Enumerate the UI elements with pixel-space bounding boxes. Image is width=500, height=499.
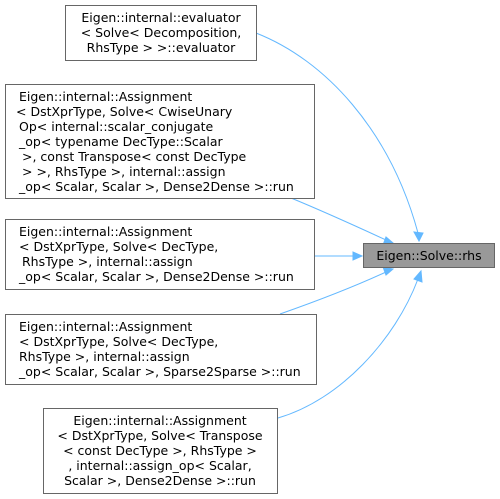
node-assignment-sparse-line-2: < DstXprType, Solve< DecType,	[19, 334, 218, 349]
arrowhead-evaluator	[413, 231, 424, 243]
node-assignment-conjugate[interactable]: Eigen::internal::Assignment < DstXprType…	[5, 84, 315, 199]
node-evaluator-line-3: RhsType > >::evaluator	[87, 40, 236, 55]
node-evaluator-line-1: Eigen::internal::evaluator	[81, 10, 241, 25]
node-assignment-conjugate-line-6: > >, RhsType >, internal::assign	[22, 164, 226, 179]
node-evaluator-box	[65, 5, 257, 61]
node-assignment-transpose-line-4: , internal::assign_op< Scalar,	[68, 458, 251, 473]
arrowhead-assignment-dense	[352, 251, 364, 261]
edge-assignment-conj-to-rhs	[290, 197, 387, 241]
node-assignment-transpose[interactable]: Eigen::internal::Assignment < DstXprType…	[43, 408, 278, 494]
node-assignment-sparse[interactable]: Eigen::internal::Assignment < DstXprType…	[5, 314, 317, 385]
node-assignment-dense[interactable]: Eigen::internal::Assignment < DstXprType…	[5, 219, 315, 290]
node-target-box	[363, 243, 495, 268]
edge-assignment-transpose-to-rhs	[277, 278, 419, 419]
node-target-label: Eigen::Solve::rhs	[376, 248, 481, 263]
edge-evaluator-to-rhs	[255, 32, 419, 234]
node-assignment-conjugate-line-2: < DstXprType, Solve< CwiseUnary	[16, 104, 233, 119]
node-evaluator[interactable]: Eigen::internal::evaluator < Solve< Deco…	[65, 5, 257, 61]
node-assignment-dense-line-2: < DstXprType, Solve< DecType,	[19, 239, 218, 254]
node-assignment-dense-line-3: RhsType >, internal::assign	[22, 254, 193, 269]
node-assignment-dense-line-1: Eigen::internal::Assignment	[19, 224, 192, 239]
node-assignment-transpose-line-3: < const DecType >, RhsType >	[63, 443, 257, 458]
node-assignment-conjugate-line-7: _op< Scalar, Scalar >, Dense2Dense >::ru…	[18, 179, 294, 194]
node-assignment-transpose-line-1: Eigen::internal::Assignment	[73, 413, 246, 428]
node-assignment-sparse-line-1: Eigen::internal::Assignment	[19, 319, 192, 334]
node-assignment-conjugate-line-3: Op< internal::scalar_conjugate	[19, 119, 214, 134]
node-target-rhs[interactable]: Eigen::Solve::rhs	[363, 243, 495, 268]
node-assignment-sparse-line-3: RhsType >, internal::assign	[19, 349, 190, 364]
node-assignment-conjugate-line-4: _op< typename DecType::Scalar	[18, 134, 224, 149]
node-assignment-dense-line-4: _op< Scalar, Scalar >, Dense2Dense >::ru…	[18, 269, 294, 284]
node-assignment-transpose-box	[43, 408, 278, 494]
arrowhead-assignment-transpose	[413, 269, 423, 283]
node-assignment-dense-box	[5, 219, 315, 290]
node-assignment-sparse-line-4: _op< Scalar, Scalar >, Sparse2Sparse >::…	[18, 364, 301, 379]
edge-assignment-sparse-to-rhs	[279, 271, 387, 315]
node-assignment-transpose-line-2: < DstXprType, Solve< Transpose	[57, 428, 262, 443]
arrowhead-assignment-sparse	[382, 266, 395, 276]
node-assignment-transpose-line-5: Scalar >, Dense2Dense >::run	[64, 473, 256, 488]
node-assignment-conjugate-line-5: >, const Transpose< const DecType	[22, 149, 247, 164]
node-assignment-conjugate-box	[5, 84, 315, 199]
node-evaluator-line-2: < Solve< Decomposition,	[81, 25, 242, 40]
node-assignment-conjugate-line-1: Eigen::internal::Assignment	[19, 89, 192, 104]
node-assignment-sparse-box	[5, 314, 317, 385]
